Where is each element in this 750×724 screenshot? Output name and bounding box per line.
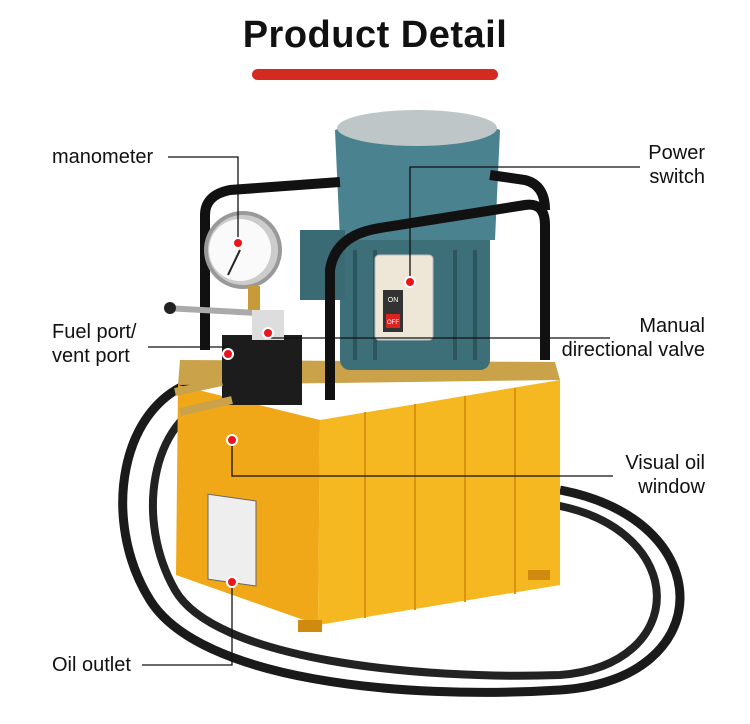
label-line: Fuel port/ [52, 321, 137, 343]
label-fuel-port: Fuel port/ vent port [52, 320, 136, 368]
label-line: window [638, 476, 705, 498]
callout-dots [222, 237, 416, 588]
tank-front-right [318, 380, 560, 625]
title-underline [252, 69, 498, 80]
label-line: Power [648, 142, 705, 164]
label-line: directional valve [561, 339, 705, 361]
label-oil-outlet: Oil outlet [52, 654, 131, 676]
switch-off-label: OFF [387, 320, 399, 326]
callout-lines [142, 156, 640, 666]
label-line: switch [649, 166, 705, 188]
handle-frame [200, 177, 550, 400]
label-power-switch: Power switch [648, 141, 705, 189]
page-title: Product Detail [242, 14, 508, 56]
hose [148, 394, 661, 680]
label-line: vent port [52, 345, 130, 367]
nameplate [207, 493, 257, 587]
label-manometer: manometer [52, 146, 154, 168]
hose [118, 375, 685, 697]
switch-on-label: ON [388, 297, 399, 304]
label-line: Manual [639, 315, 705, 337]
label-manual-directional-valve: Manual directional valve [562, 314, 705, 362]
label-line: Visual oil [625, 452, 705, 474]
valve-block [222, 335, 302, 405]
label-visual-oil-window: Visual oil window [625, 451, 705, 499]
motor-top [335, 115, 500, 240]
